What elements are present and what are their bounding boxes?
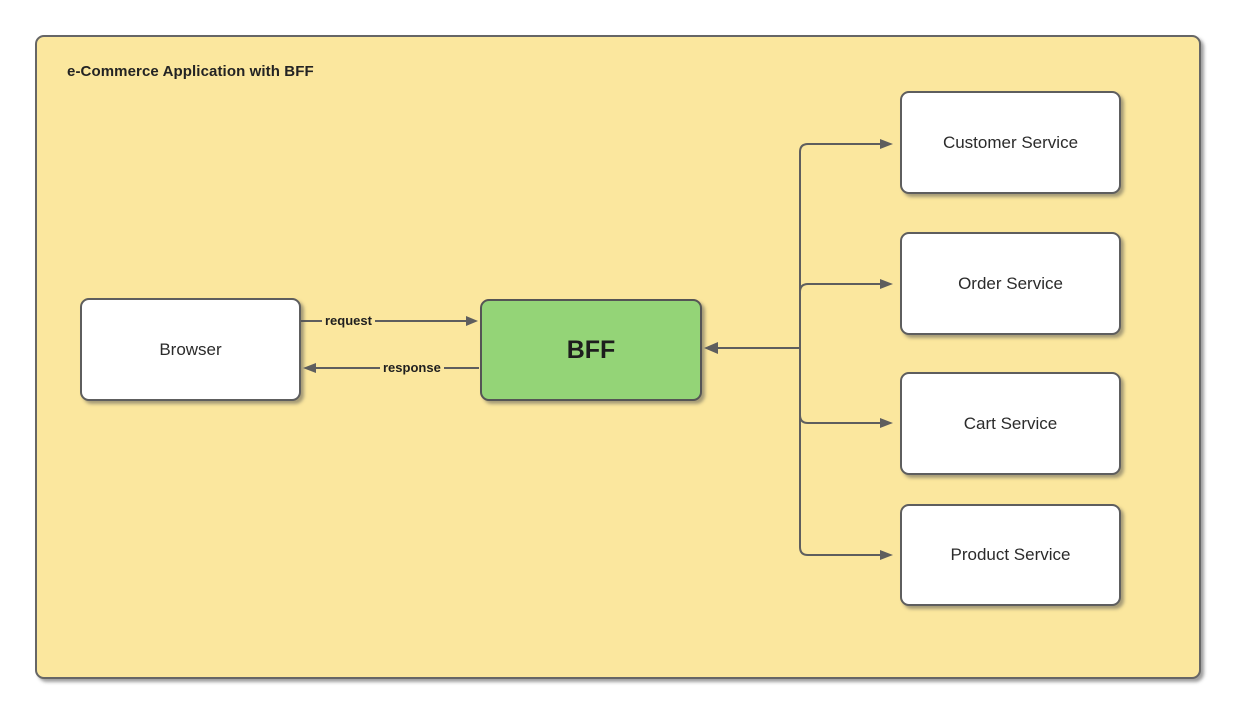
node-bff[interactable]: BFF bbox=[480, 299, 702, 401]
edge-label-response: response bbox=[380, 361, 444, 375]
node-browser-label: Browser bbox=[159, 339, 222, 359]
edge-label-request: request bbox=[322, 314, 375, 328]
node-product-service-label: Product Service bbox=[950, 545, 1071, 564]
node-cart-service[interactable]: Cart Service bbox=[900, 372, 1121, 475]
node-product-service[interactable]: Product Service bbox=[900, 504, 1121, 606]
node-customer-service[interactable]: Customer Service bbox=[900, 91, 1121, 194]
node-customer-service-label: Customer Service bbox=[942, 132, 1079, 152]
node-order-service[interactable]: Order Service bbox=[900, 232, 1121, 335]
node-bff-label: BFF bbox=[566, 335, 616, 364]
node-order-service-label: Order Service bbox=[958, 273, 1063, 293]
node-browser[interactable]: Browser bbox=[80, 298, 301, 401]
node-cart-service-label: Cart Service bbox=[963, 413, 1058, 433]
diagram-title: e-Commerce Application with BFF bbox=[67, 63, 314, 80]
